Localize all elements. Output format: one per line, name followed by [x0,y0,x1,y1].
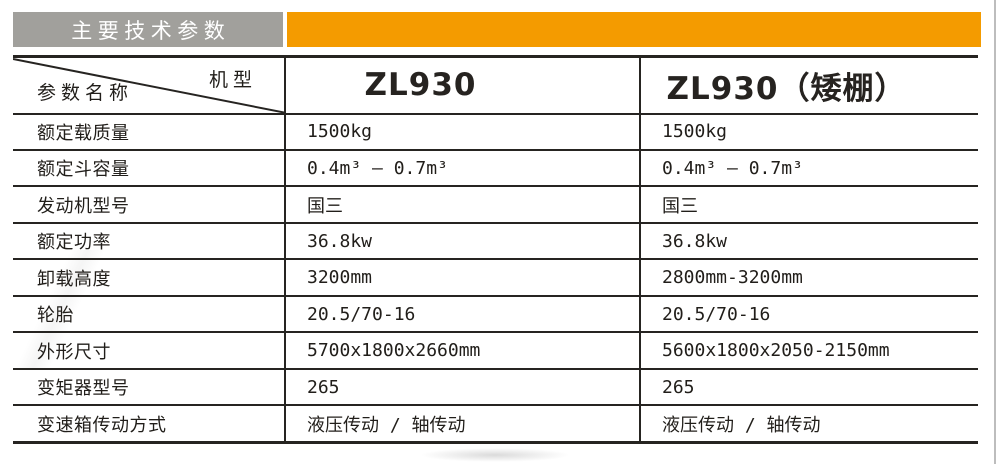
value-zl930-low-canopy: 265 [639,368,978,407]
page-edge-line [994,0,996,464]
row-label: 发动机型号 [13,186,285,224]
table-row: 变速箱传动方式 液压传动 / 轴传动 液压传动 / 轴传动 [13,405,978,445]
table-row: 变矩器型号 265 265 [13,368,978,407]
value-zl930-low-canopy: 1500kg [639,113,978,151]
value-zl930-low-canopy: 液压传动 / 轴传动 [639,405,978,445]
model-axis-label: 机型 [208,69,257,91]
page-title: 主要技术参数 [71,18,231,43]
row-label: 卸载高度 [13,259,285,297]
value-zl930: 液压传动 / 轴传动 [284,405,640,445]
scan-artifact [420,448,570,462]
value-zl930: 国三 [284,186,640,224]
value-zl930-low-canopy: 5600x1800x2050-2150mm [639,332,978,370]
column-header-zl930: ZL930 [284,56,640,115]
row-label: 轮胎 [13,295,285,334]
row-label: 变速箱传动方式 [13,405,285,445]
row-label: 额定斗容量 [13,149,285,188]
title-bar: 主要技术参数 [13,12,283,47]
value-zl930: 20.5/70-16 [284,295,640,334]
value-zl930-low-canopy: 0.4m³ – 0.7m³ [639,149,978,188]
value-zl930: 1500kg [284,113,640,151]
value-zl930-low-canopy: 国三 [639,186,978,224]
row-label: 额定载质量 [13,113,285,151]
table-row: 外形尺寸 5700x1800x2660mm 5600x1800x2050-215… [13,332,978,370]
value-zl930: 0.4m³ – 0.7m³ [284,149,640,188]
value-zl930: 265 [284,368,640,407]
parameter-axis-label: 参数名称 [37,81,134,104]
table-row: 发动机型号 国三 国三 [13,186,978,224]
table-row: 额定功率 36.8kw 36.8kw [13,222,978,261]
spec-table: 机型 参数名称 ZL930 ZL930（矮棚） 额定载质量 1500kg 150… [13,55,978,445]
row-label: 变矩器型号 [13,368,285,407]
value-zl930-low-canopy: 36.8kw [639,222,978,261]
column-header-zl930-low-canopy: ZL930（矮棚） [639,56,978,115]
table-row: 轮胎 20.5/70-16 20.5/70-16 [13,295,978,334]
corner-cell: 机型 参数名称 [13,56,285,115]
value-zl930-low-canopy: 20.5/70-16 [639,295,978,334]
value-zl930: 3200mm [284,259,640,297]
value-zl930-low-canopy: 2800mm-3200mm [639,259,978,297]
table-row: 卸载高度 3200mm 2800mm-3200mm [13,259,978,297]
accent-bar [287,12,981,47]
table-row: 额定斗容量 0.4m³ – 0.7m³ 0.4m³ – 0.7m³ [13,149,978,188]
diagonal-divider-line [13,58,284,112]
value-zl930: 36.8kw [284,222,640,261]
row-label: 额定功率 [13,222,285,261]
table-header-row: 机型 参数名称 ZL930 ZL930（矮棚） [13,56,978,115]
row-label: 外形尺寸 [13,332,285,370]
value-zl930: 5700x1800x2660mm [284,332,640,370]
table-row: 额定载质量 1500kg 1500kg [13,113,978,151]
